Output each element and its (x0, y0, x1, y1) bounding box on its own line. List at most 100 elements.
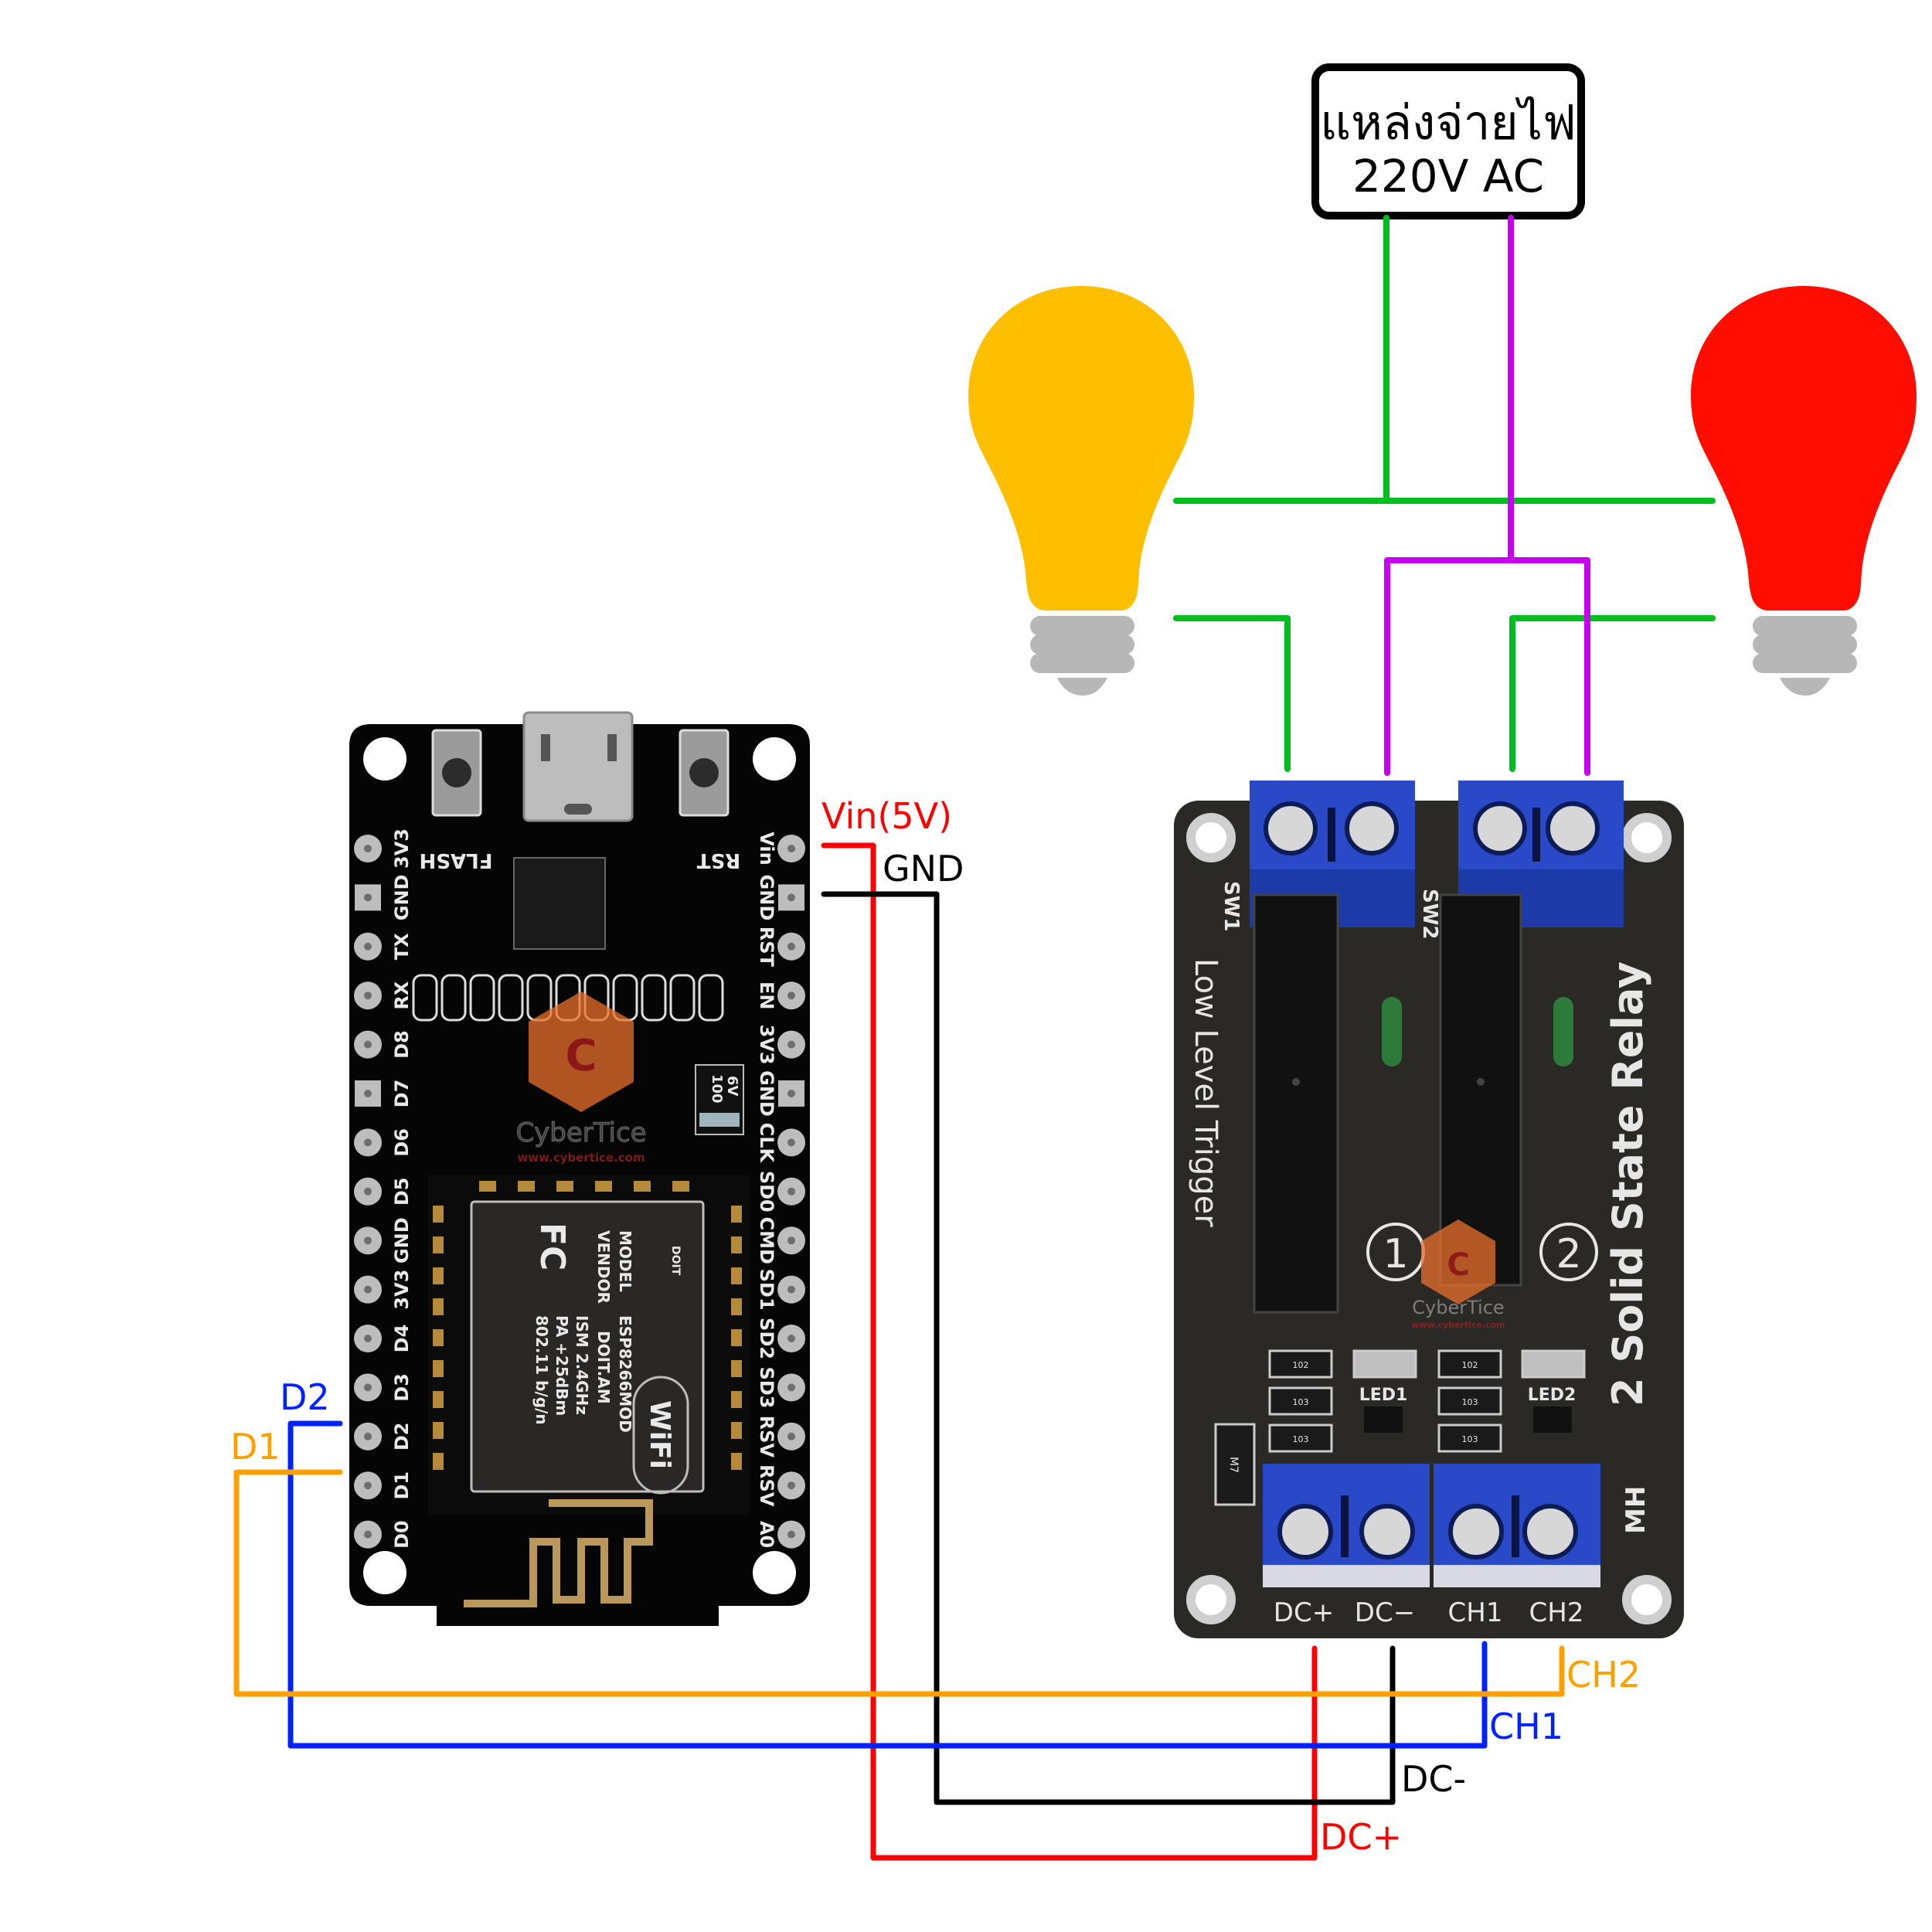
pin-label: SD0 (756, 1171, 777, 1213)
mount-hole (1622, 813, 1672, 862)
terminal-block-ch[interactable] (1434, 1464, 1600, 1587)
label-d2: D2 (280, 1376, 330, 1418)
wire-labels: Vin(5V) GND D2 D1 CH2 CH1 DC- DC+ (230, 795, 1641, 1858)
pin-label: SD1 (756, 1269, 777, 1311)
wire-ac-purple-bus (1384, 557, 1590, 776)
rst-button[interactable] (679, 729, 730, 817)
led-2 (1521, 1349, 1586, 1379)
header-pin-right-vin: Vin (756, 832, 805, 866)
header-pin-left-d8: D8 (354, 1030, 413, 1059)
mount-hole (1186, 1575, 1236, 1624)
pin-label: GND (756, 1070, 777, 1117)
micro-usb-connector[interactable] (522, 711, 634, 822)
module-standard: 802.11 b/g/n (532, 1315, 551, 1425)
mount-hole (363, 737, 406, 781)
wire-d1 (233, 1469, 1565, 1697)
pin-label: GND (391, 875, 413, 921)
mount-hole (753, 737, 796, 781)
pin-label: D8 (391, 1030, 413, 1059)
terminal-label-dc-minus: DC− (1355, 1597, 1415, 1628)
pcb-antenna (464, 1499, 653, 1607)
pin-label: GND (391, 1217, 413, 1264)
pin-hole (787, 1090, 795, 1097)
pin-hole (364, 992, 372, 1000)
wire-ac-green-sw1 (1173, 615, 1291, 772)
pin-label: A0 (756, 1521, 777, 1548)
pin-label: RX (391, 981, 413, 1009)
header-pin-right-3v3: 3V3 (756, 1025, 805, 1065)
pin-hole (364, 1481, 372, 1490)
fc-logo: FC (532, 1223, 572, 1270)
header-pin-right-en: EN (756, 981, 805, 1009)
sw1-label: SW1 (1219, 881, 1243, 932)
resistor-label: 102 (1462, 1360, 1478, 1370)
ssr-2 (1439, 893, 1522, 1287)
pin-label: RST (756, 927, 777, 968)
capacitor-voltage: 6V (724, 1076, 740, 1097)
pin-label: D0 (391, 1520, 413, 1549)
module-vendor-value: DOIT.AM (594, 1331, 613, 1404)
label-ch1: CH1 (1489, 1706, 1563, 1747)
ssr-1 (1253, 893, 1339, 1314)
pin-label: D2 (391, 1422, 413, 1451)
capacitor-value: 100 (709, 1074, 725, 1104)
header-pin-left-d0: D0 (354, 1520, 413, 1549)
label-d1: D1 (230, 1426, 281, 1468)
resistor-label: 103 (1293, 1434, 1309, 1444)
header-pin-right-sd3: SD3 (756, 1366, 805, 1408)
usb-serial-chip (513, 857, 606, 950)
led1-label: LED1 (1359, 1386, 1408, 1405)
svg-text:2: 2 (1556, 1231, 1581, 1277)
header-pin-left-3v3: 3V3 (354, 828, 413, 869)
mount-hole (1186, 813, 1236, 862)
resistor-label: 102 (1293, 1360, 1309, 1370)
pin-label: Vin (756, 832, 777, 865)
module-model-label: MODEL (616, 1230, 634, 1292)
smd-resistors: 102 103 103 102 103 103 (1268, 1349, 1502, 1453)
pin-hole (364, 1138, 372, 1147)
power-source-voltage: 220V AC (1352, 150, 1544, 202)
led2-label: LED2 (1528, 1386, 1577, 1405)
terminal-block-dc[interactable] (1263, 1464, 1430, 1587)
header-pin-left-d4: D4 (354, 1325, 413, 1352)
header-pin-left-d5: D5 (354, 1177, 413, 1206)
pin-hole (787, 1530, 795, 1539)
pin-label: D3 (391, 1373, 413, 1402)
pin-hole (364, 1040, 372, 1049)
flash-button[interactable] (431, 729, 482, 817)
pin-hole (364, 1383, 372, 1392)
pin-hole (364, 942, 372, 951)
watermark-logo: C CyberTice www.cybertice.com (515, 992, 647, 1165)
diode: M7 (1214, 1423, 1256, 1506)
header-pin-right-a0: A0 (756, 1520, 805, 1549)
label-dc-plus: DC+ (1320, 1816, 1402, 1858)
header-pin-right-rst: RST (756, 927, 805, 968)
module-vendor-label: VENDOR (594, 1230, 613, 1304)
label-gnd: GND (883, 848, 964, 889)
varistor-1 (1382, 997, 1402, 1066)
pin-label: D7 (391, 1080, 413, 1108)
header-pin-right-cmd: CMD (756, 1216, 805, 1264)
pin-label: GND (756, 875, 777, 921)
watermark-url: www.cybertice.com (517, 1151, 645, 1165)
header-pin-left-tx: TX (354, 932, 413, 961)
svg-text:1: 1 (1383, 1231, 1408, 1277)
pin-hole (787, 992, 795, 1000)
pin-hole (364, 1530, 372, 1539)
pin-hole (787, 1236, 795, 1245)
sw2-label: SW2 (1418, 889, 1441, 940)
pin-label: 3V3 (391, 828, 413, 869)
module-pa: PA +25dBm (553, 1315, 571, 1416)
header-pin-right-gnd: GND (756, 875, 804, 921)
nodemcu-board: FLASH RST 100 6V MODEL ESP8266MOD (349, 711, 810, 1626)
pin-hole (787, 1432, 795, 1440)
label-vin: Vin(5V) (821, 795, 952, 837)
pin-label: 3V3 (756, 1025, 777, 1065)
mount-hole (363, 1551, 406, 1594)
pin-hole (787, 1335, 795, 1342)
channel-mark-2: 2 (1539, 1223, 1598, 1281)
resistor-label: 103 (1462, 1397, 1478, 1407)
rst-label: RST (696, 849, 740, 872)
